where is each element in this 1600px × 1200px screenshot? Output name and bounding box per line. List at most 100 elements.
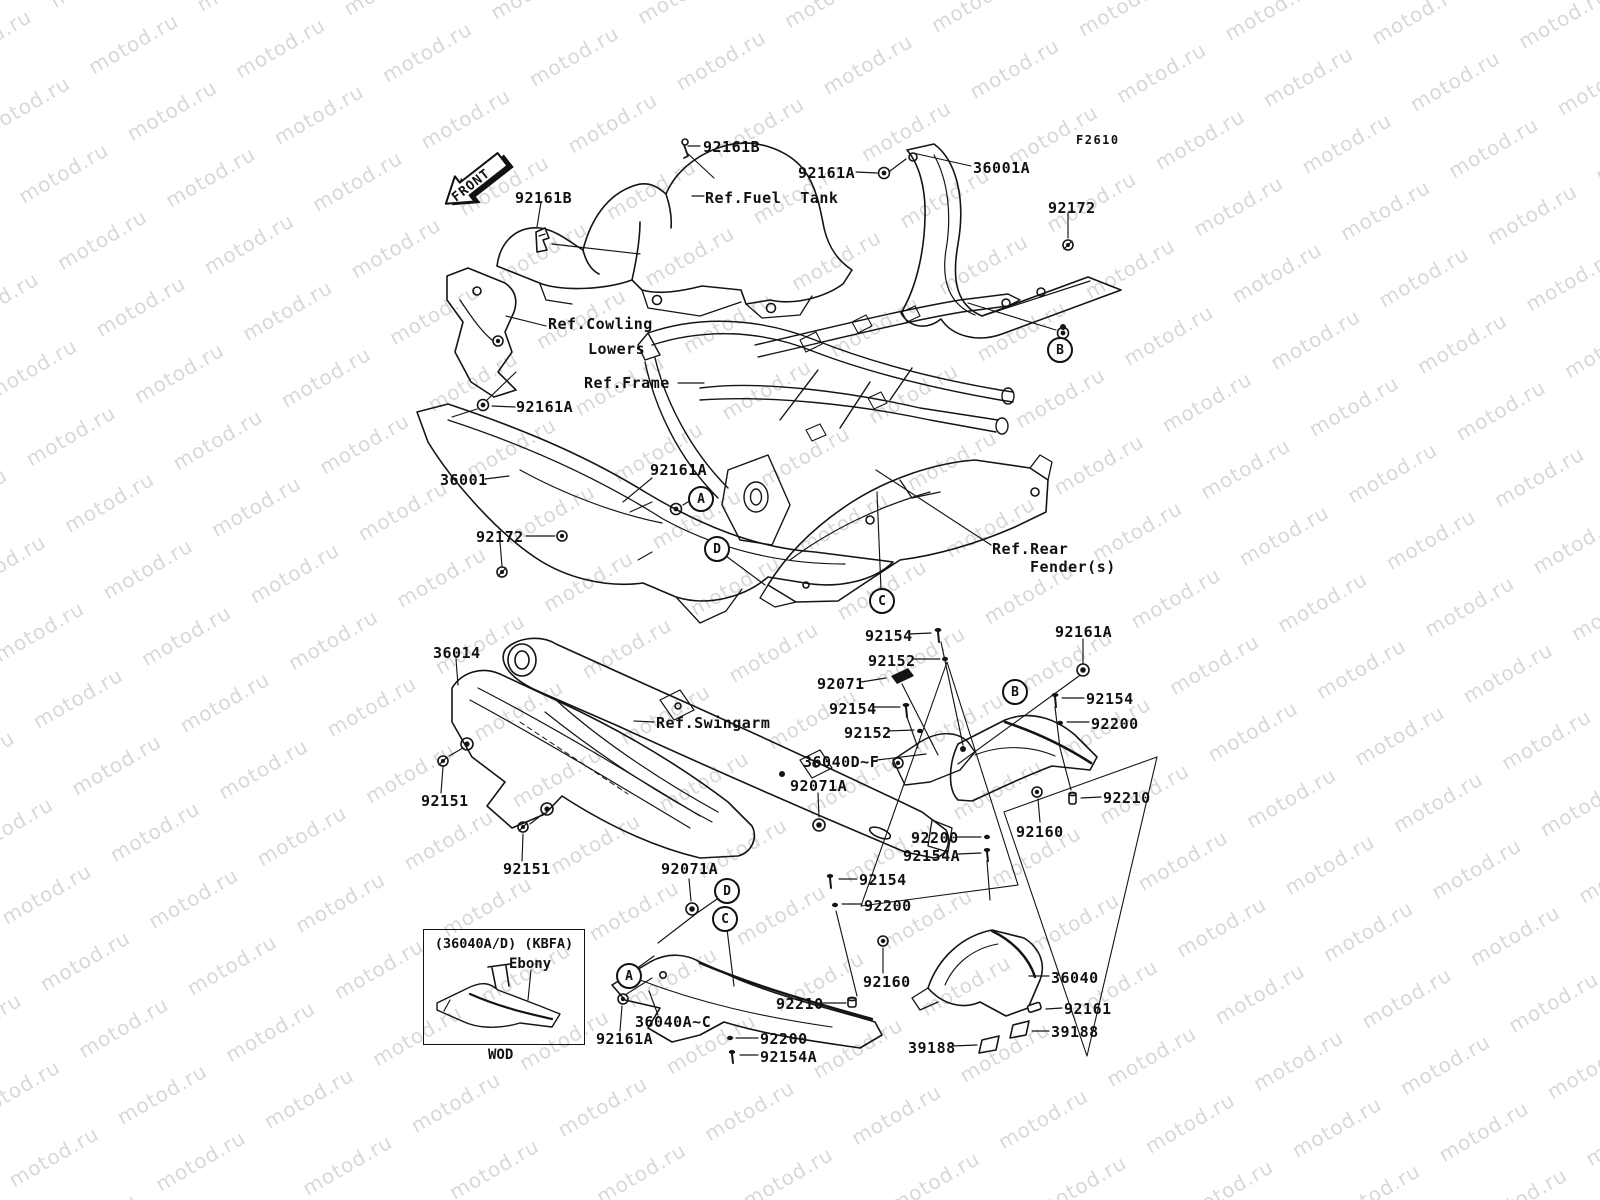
clip-92161-bottom: [1026, 1001, 1042, 1013]
part-label-92154: 92154: [865, 627, 913, 645]
part-label-Ref-Frame: Ref.Frame: [584, 374, 670, 392]
collar-92210-right: [1068, 791, 1077, 805]
pad-39188-right: [1009, 1020, 1030, 1039]
ref-cowling-lowers-drawing: [446, 267, 517, 398]
callout-circle-C: C: [869, 588, 895, 614]
part-label-92151: 92151: [421, 792, 469, 810]
variant-box-title: (36040A/D) (KBFA): [434, 936, 574, 952]
part-label-36040A~C: 36040A~C: [635, 1013, 712, 1031]
part-label-Ref-Cowling: Ref.Cowling: [548, 315, 653, 333]
collar-92210-bottom: [847, 996, 857, 1008]
part-label-92154A: 92154A: [760, 1048, 818, 1066]
callout-circle-D: D: [704, 536, 730, 562]
washer-92200-mid: [984, 834, 990, 840]
nut-92160-right: [1031, 786, 1043, 798]
side-cover-left-36001-drawing: [416, 403, 894, 624]
part-label-92161A: 92161A: [650, 461, 708, 479]
part-label-39188: 39188: [1051, 1023, 1099, 1041]
washer-92161A-cowling: [476, 398, 490, 412]
part-label-92200: 92200: [1091, 715, 1139, 733]
grommet-92071A-lower: [685, 902, 699, 916]
part-label-92071A: 92071A: [790, 777, 848, 795]
screw-92154-1: [934, 628, 942, 643]
part-label-36040: 36040: [1051, 969, 1099, 987]
cover-36040AC-drawing: [611, 954, 883, 1049]
part-label-36001A: 36001A: [973, 159, 1031, 177]
part-label-92172: 92172: [476, 528, 524, 546]
cover-36040-drawing: [911, 929, 1044, 1017]
callout-circle-A: A: [688, 486, 714, 512]
washer-92200-bottom: [727, 1035, 733, 1041]
part-label-92161B: 92161B: [515, 189, 573, 207]
callout-circle-D: D: [714, 878, 740, 904]
side-cover-right-36001A-drawing: [900, 143, 1122, 339]
part-label-92071: 92071: [817, 675, 865, 693]
part-label-92161A: 92161A: [516, 398, 574, 416]
part-label-92151: 92151: [503, 860, 551, 878]
part-label-92160: 92160: [1016, 823, 1064, 841]
variant-box-part-drawing: [436, 963, 561, 1028]
nut-92160-bottom: [877, 935, 889, 947]
part-label-92154: 92154: [859, 871, 907, 889]
callout-circle-B: B: [1002, 679, 1028, 705]
part-label-92154A: 92154A: [903, 847, 961, 865]
clip-92161B-top: [681, 138, 689, 159]
part-label-92161A: 92161A: [596, 1030, 654, 1048]
part-label-92210: 92210: [776, 995, 824, 1013]
washer-92200-left: [832, 902, 838, 908]
ref-fuel-tank-drawing: [496, 142, 853, 319]
part-label-36001: 36001: [440, 471, 488, 489]
fasteners: [437, 138, 1090, 1064]
variant-box-caption: WOD: [488, 1047, 514, 1063]
screw-92172-top: [1062, 239, 1074, 251]
part-label-92152: 92152: [868, 652, 916, 670]
ref-swingarm-drawing: [502, 637, 953, 859]
front-direction-arrow: FRONT: [444, 152, 514, 205]
part-label-Ref-Fuel-Tank: Ref.Fuel Tank: [705, 189, 839, 207]
screw-92154-left: [826, 874, 834, 889]
part-label-92200: 92200: [760, 1030, 808, 1048]
part-label-36040D~F: 36040D~F: [803, 753, 880, 771]
part-label-36014: 36014: [433, 644, 481, 662]
part-label-92160: 92160: [863, 973, 911, 991]
protective-film-panels-drawing: [860, 661, 1158, 1057]
part-label-92154: 92154: [1086, 690, 1134, 708]
part-label-92200: 92200: [911, 829, 959, 847]
part-label-92161A: 92161A: [798, 164, 856, 182]
part-label-92161B: 92161B: [703, 138, 761, 156]
grommet-A1: [669, 502, 683, 516]
chain-cover-36014-drawing: [451, 669, 756, 859]
grommet-92071A-upper: [812, 818, 826, 832]
ref-frame-drawing: [637, 293, 1021, 546]
screw-92154-2: [902, 703, 910, 718]
damper-92071: [891, 668, 914, 684]
screw-92154A-mid: [983, 848, 991, 862]
screw-92151-upper: [437, 755, 449, 767]
part-label-Lowers: Lowers: [588, 340, 646, 358]
grommet-92161A-right: [1076, 663, 1090, 677]
part-label-92154: 92154: [829, 700, 877, 718]
leader-lines: [440, 145, 1102, 1056]
part-label-92071A: 92071A: [661, 860, 719, 878]
screw-92172-bottom: [496, 566, 508, 578]
part-label-Ref-Rear: Ref.Rear: [992, 540, 1069, 558]
ref-rear-fender-drawing: [759, 454, 1053, 608]
screw-92154A-bottom: [728, 1050, 736, 1064]
callout-circle-B: B: [1047, 337, 1073, 363]
washer-92200-right: [1057, 720, 1063, 726]
cover-36040DF-drawing: [892, 714, 1098, 802]
part-label-92172: 92172: [1048, 199, 1096, 217]
washer-92152-2: [917, 728, 923, 734]
screw-92151-lower: [517, 821, 529, 833]
pad-39188-left: [978, 1035, 1000, 1054]
figure-code: F2610: [1076, 133, 1120, 147]
part-label-92152: 92152: [844, 724, 892, 742]
part-label-92200: 92200: [864, 897, 912, 915]
grommet-92161A-tank: [877, 166, 891, 180]
variant-box-color-name: Ebony: [509, 956, 552, 972]
part-label-92161: 92161: [1064, 1000, 1112, 1018]
hook-92161B-left: [535, 227, 550, 253]
part-label-Ref-Swingarm: Ref.Swingarm: [656, 714, 771, 732]
